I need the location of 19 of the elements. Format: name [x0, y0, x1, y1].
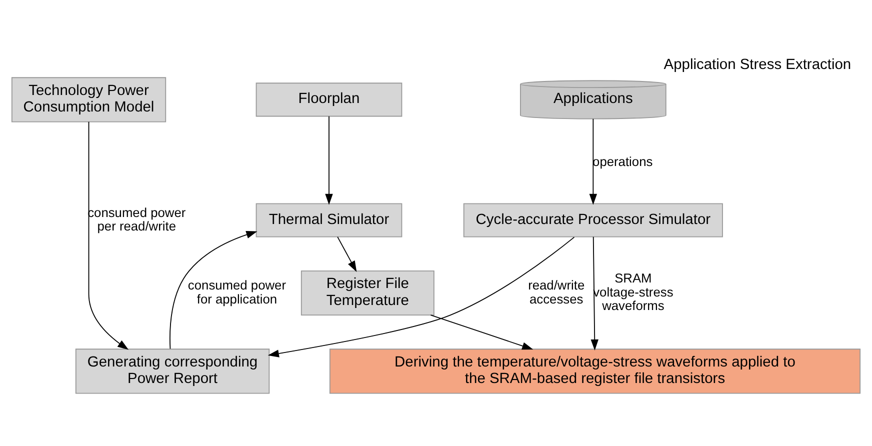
- arrow: [590, 236, 598, 350]
- arrow: [268, 236, 575, 357]
- arrow: [325, 115, 333, 204]
- edge-label: read/write accesses: [528, 276, 585, 306]
- arrow: [430, 314, 534, 350]
- node-box: Generating corresponding Power Report: [75, 348, 270, 394]
- diagram-title: Application Stress Extraction: [664, 56, 852, 73]
- edge-label: operations: [592, 154, 653, 169]
- edge-label: consumed power for application: [188, 276, 286, 306]
- node-box: Technology Power Consumption Model: [11, 76, 166, 122]
- arrow: [589, 118, 598, 204]
- node-box: Thermal Simulator: [256, 202, 402, 237]
- node-box: Floorplan: [256, 82, 402, 116]
- node-box: Deriving the temperature/voltage-stress waveforms applied to the SRAM-based register file transistors: [329, 348, 861, 394]
- arrow: [88, 120, 129, 350]
- node-box: Register File Temperature: [300, 270, 434, 316]
- node-box: Cycle-accurate Processor Simulator: [463, 202, 723, 237]
- arrow: [170, 230, 258, 349]
- arrow: [337, 236, 357, 272]
